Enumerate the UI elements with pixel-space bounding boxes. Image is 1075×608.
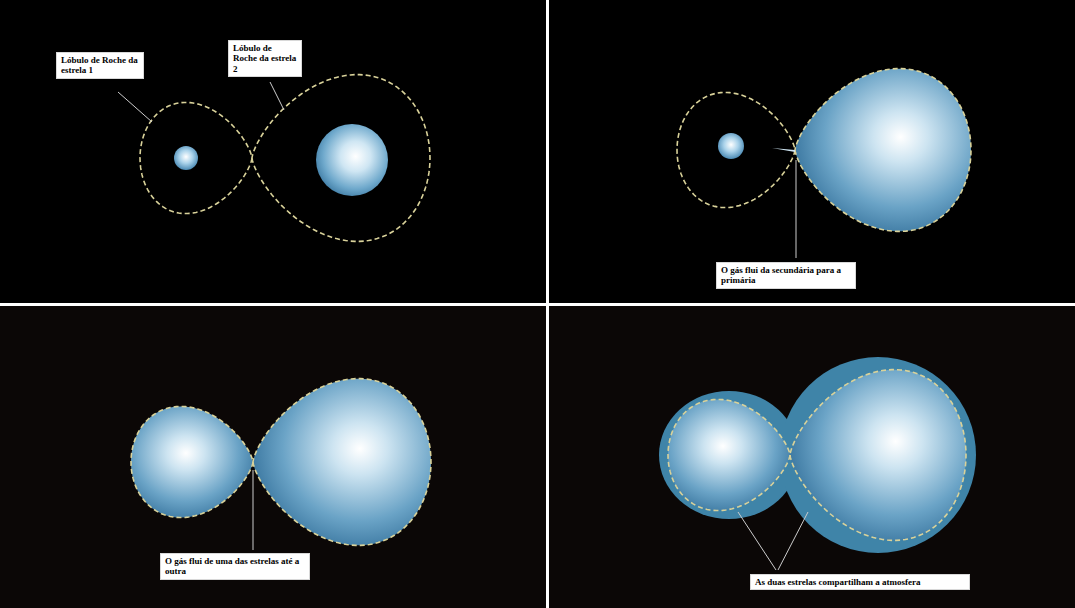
roche-lobe-outline — [131, 406, 253, 517]
callout-box: Lóbulo de Roche da estrela 2 — [228, 40, 302, 77]
callout-text: As duas estrelas compartilham a atmosfer… — [755, 577, 965, 587]
panel-ground — [549, 0, 1075, 303]
filled-lobe — [795, 69, 971, 232]
roche-lobe-outline — [140, 102, 252, 213]
callout-text: Lóbulo de Roche da estrela 2 — [233, 43, 297, 74]
leader-lines — [118, 82, 808, 570]
star — [174, 146, 198, 170]
callout-text: O gás flui da secundária para a primária — [721, 265, 851, 286]
callout-box: O gás flui de uma das estrelas até a out… — [160, 553, 310, 580]
filled-lobe — [790, 370, 966, 541]
star — [718, 133, 744, 159]
callout-box: Lóbulo de Roche da estrela 1 — [56, 52, 144, 79]
panel-ground — [0, 306, 546, 608]
callout-box: O gás flui da secundária para a primária — [716, 262, 856, 289]
filled-lobe — [668, 399, 790, 510]
gas-stream — [772, 148, 795, 152]
roche-lobe-outline — [253, 379, 431, 546]
roche-lobe-outline — [677, 92, 795, 207]
filled-lobe — [253, 379, 431, 546]
panel-ground — [0, 0, 546, 303]
panel-ground — [549, 306, 1075, 608]
common-envelope — [659, 357, 976, 553]
roche-lobe-outline — [668, 399, 790, 510]
callout-text: O gás flui de uma das estrelas até a out… — [165, 556, 305, 577]
callout-box: As duas estrelas compartilham a atmosfer… — [750, 574, 970, 590]
roche-lobe-outline — [790, 370, 966, 541]
callout-text: Lóbulo de Roche da estrela 1 — [61, 55, 139, 76]
roche-lobe-outline — [252, 75, 430, 242]
star — [316, 124, 388, 196]
filled-lobe — [131, 406, 253, 517]
roche-lobe-outline — [795, 69, 971, 232]
